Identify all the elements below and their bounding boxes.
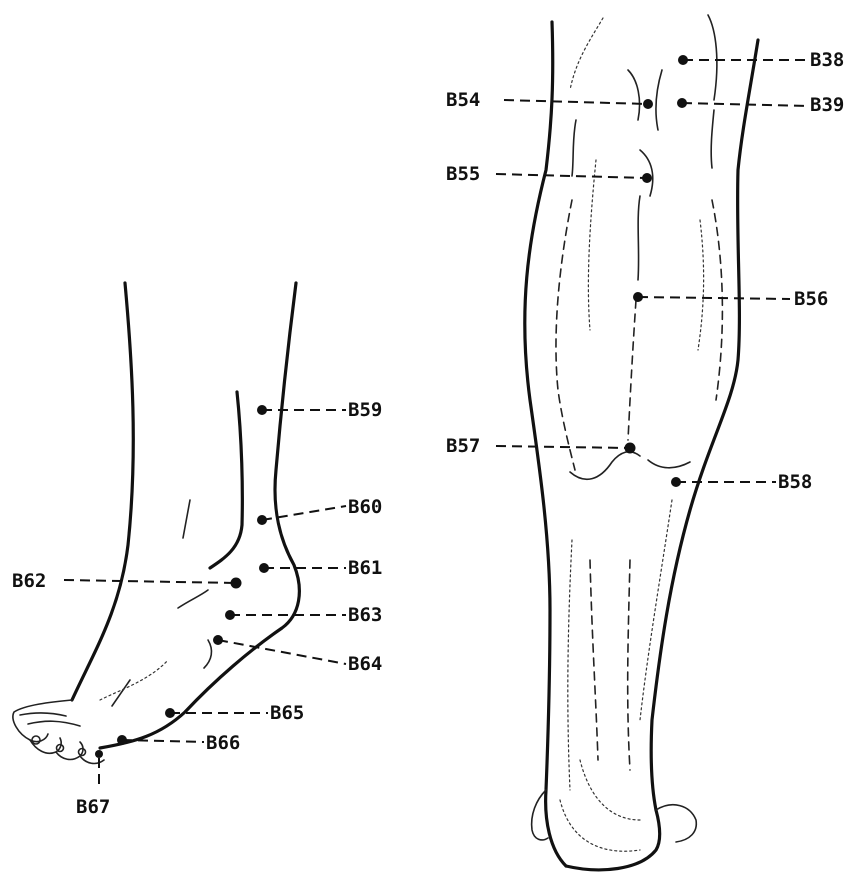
point-b65	[165, 708, 175, 718]
label-b55: B55	[446, 163, 480, 185]
point-b56	[633, 292, 643, 302]
point-b39	[677, 98, 687, 108]
label-b62: B62	[12, 570, 46, 592]
point-b54	[643, 99, 653, 109]
point-b63	[225, 610, 235, 620]
label-b56: B56	[794, 288, 828, 310]
label-b39: B39	[810, 94, 844, 116]
foot-illustration	[13, 283, 299, 763]
point-b57	[625, 443, 636, 454]
label-b65: B65	[270, 702, 304, 724]
label-b59: B59	[348, 399, 382, 421]
label-b57: B57	[446, 435, 480, 457]
leader-lines	[64, 60, 808, 790]
label-b64: B64	[348, 653, 382, 675]
label-b54: B54	[446, 89, 480, 111]
label-b58: B58	[778, 471, 812, 493]
label-b38: B38	[810, 49, 844, 71]
label-b61: B61	[348, 557, 382, 579]
point-b61	[259, 563, 269, 573]
point-b55	[642, 173, 652, 183]
point-b38	[678, 55, 688, 65]
label-b67: B67	[76, 796, 110, 818]
leg-illustration	[525, 15, 758, 870]
acupoints	[95, 55, 688, 758]
point-b67	[95, 750, 103, 758]
point-labels: B59 B60 B61 B62 B63 B64 B65 B66 B67 B38 …	[12, 49, 844, 818]
label-b60: B60	[348, 496, 382, 518]
point-b64	[213, 635, 223, 645]
point-b66	[117, 735, 127, 745]
label-b63: B63	[348, 604, 382, 626]
label-b66: B66	[206, 732, 240, 754]
point-b58	[671, 477, 681, 487]
point-b62	[231, 578, 242, 589]
point-b59	[257, 405, 267, 415]
point-b60	[257, 515, 267, 525]
